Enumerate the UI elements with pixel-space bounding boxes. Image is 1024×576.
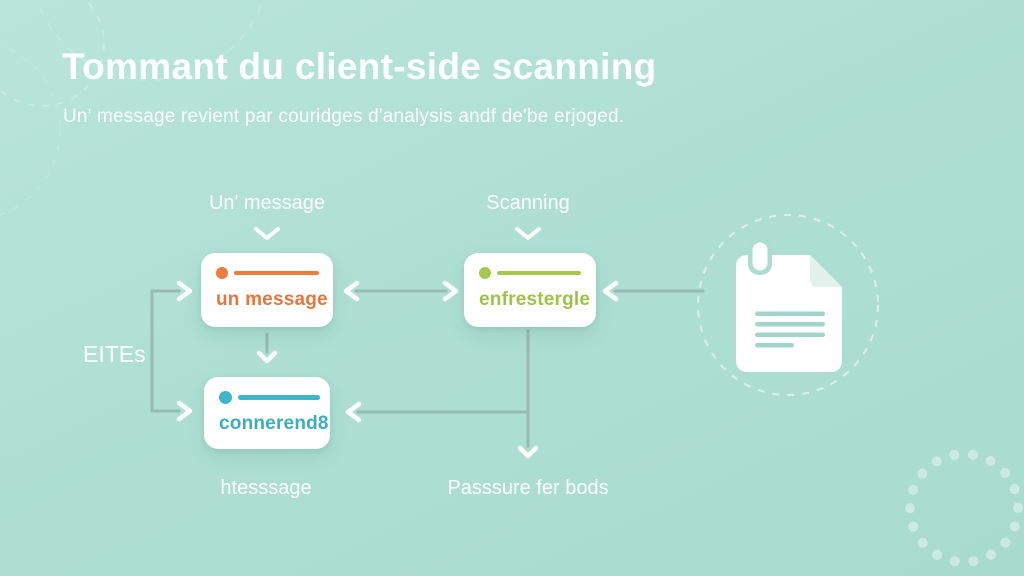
bullet-dot-icon <box>479 267 491 279</box>
arrow-right-icon <box>442 280 459 302</box>
node-enfrestergle: enfrestergle <box>464 253 596 327</box>
bullet-dot-icon <box>216 267 228 279</box>
arrow-down-icon <box>256 350 278 364</box>
bottom-label-htesssage: htesssage <box>220 477 312 499</box>
chevron-down-icon <box>253 226 281 241</box>
node-accent-bar <box>479 266 581 280</box>
node-label: connerend8 <box>219 413 329 434</box>
node-connerend8: connerend8 <box>204 377 330 449</box>
elbow-left-down-arrow <box>356 329 530 448</box>
node-un-message: un message <box>201 253 333 327</box>
arrow-left-icon <box>602 280 619 302</box>
node-label: enfrestergle <box>479 289 591 310</box>
left-bracket-arrows <box>150 289 181 413</box>
column-label-scanning: Scanning <box>486 192 570 214</box>
bottom-label-passsure: Passsure fer bods <box>447 477 609 499</box>
arrow-left-icon <box>343 280 360 302</box>
accent-line <box>497 271 581 275</box>
bullet-dot-icon <box>219 390 232 404</box>
chevron-down-icon <box>514 226 542 241</box>
accent-line <box>234 271 319 275</box>
node-accent-bar <box>219 390 320 404</box>
page-subtitle: Un' message revient par couridges d'anal… <box>63 106 625 127</box>
page-title: Tommant du client-side scanning <box>62 46 657 87</box>
arrow-down-icon <box>517 445 539 459</box>
accent-line <box>238 394 320 400</box>
arrow-right-icon <box>176 400 193 422</box>
node-accent-bar <box>216 266 319 280</box>
arrow-right-icon <box>176 280 193 302</box>
node-label: un message <box>216 289 328 310</box>
arrow-left-icon <box>345 401 362 423</box>
side-label-eites: EITEs <box>83 341 146 367</box>
column-label-un-message: Un' message <box>208 192 326 214</box>
